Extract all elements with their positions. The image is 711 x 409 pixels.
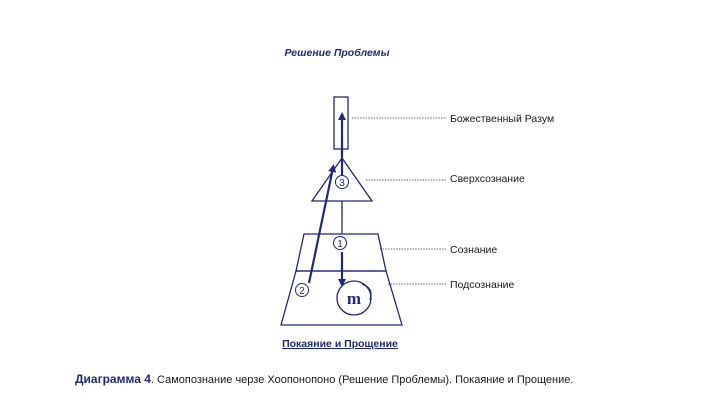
label-subconscious: Подсознание [450,279,514,291]
memory-symbol: m [347,289,361,308]
arrow-up-to-superconscious [307,164,337,284]
step-2-circle [295,283,309,297]
caption-label: Диаграмма 4 [75,372,151,386]
step-2-number: 2 [299,286,305,297]
figure-caption: Диаграмма 4. Самопознание черзе Хоопоноп… [75,372,573,386]
label-superconscious: Сверхсознание [450,173,525,185]
label-conscious: Сознание [450,244,497,256]
bottom-title: Покаяние и Прощение [282,338,398,350]
step-1-circle [333,236,347,250]
label-divine-mind: Божественный Разум [450,113,554,125]
diagram-title: Решение Проблемы [284,47,389,59]
step-3-number: 3 [339,178,345,189]
caption-text: . Самопознание черзе Хоопонопоно (Решени… [150,374,574,386]
step-3-circle [335,175,349,189]
memory-loop [361,283,372,301]
step-1-number: 1 [337,239,343,250]
subconscious-trapezoid [280,270,403,326]
